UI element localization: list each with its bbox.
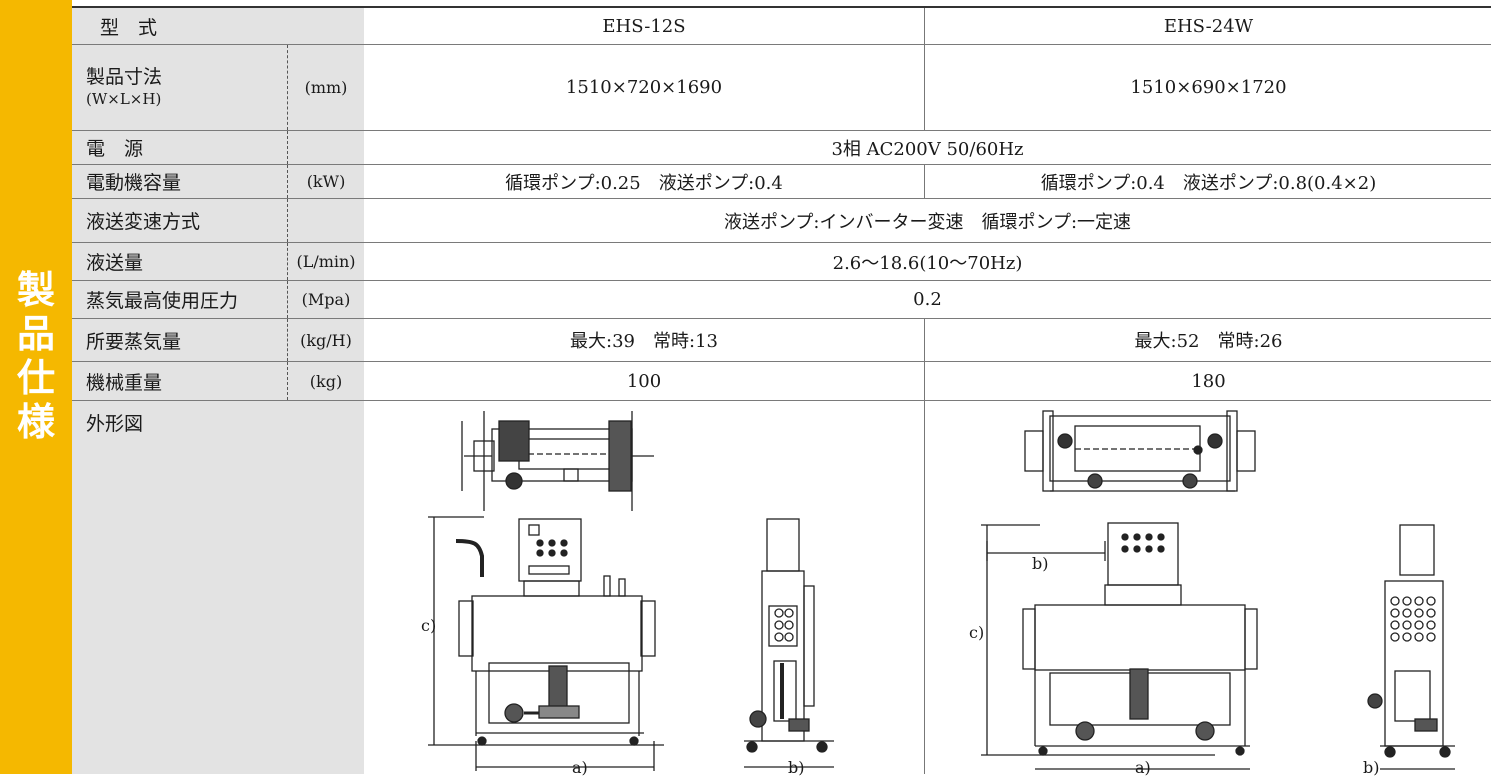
ehs-12s-outline-drawing	[428, 411, 834, 771]
row-value: 循環ポンプ:0.4 液送ポンプ:0.8(0.4×2)	[924, 165, 1491, 198]
row-divider	[72, 400, 1491, 401]
row-unit: (kW)	[288, 165, 364, 198]
dim-label-b-top: b)	[1032, 554, 1049, 573]
row-value: 最大:39 常時:13	[570, 331, 718, 352]
section-title-char: 様	[16, 400, 55, 444]
side-view	[1367, 524, 1455, 770]
row-unit: (mm)	[288, 45, 364, 130]
table-top-rule	[72, 6, 1491, 8]
row-unit	[288, 199, 364, 242]
row-label: 液送変速方式	[72, 199, 288, 242]
model-name-2: EHS-24W	[924, 8, 1491, 44]
row-value: 1510×690×1720	[924, 45, 1491, 130]
row-divider	[72, 44, 1491, 45]
table-row: 電 源 3相 AC200V 50/60Hz	[72, 131, 1491, 164]
row-label: 機械重量	[72, 362, 288, 400]
row-divider	[72, 280, 1491, 281]
row-value: 循環ポンプ:0.25 液送ポンプ:0.4	[505, 172, 783, 194]
row-unit	[288, 131, 364, 164]
column-divider	[924, 401, 925, 774]
table-row: 電動機容量 (kW) 循環ポンプ:0.25 液送ポンプ:0.4 循環ポンプ:0.…	[72, 165, 1491, 198]
row-divider	[72, 198, 1491, 199]
row-divider	[72, 164, 1491, 165]
table-row: 所要蒸気量 (kg/H) 最大:39 常時:13 最大:52 常時:26	[72, 319, 1491, 361]
ehs-24w-outline-drawing	[981, 410, 1455, 770]
table-row: 製品寸法(W×L×H) (mm) 1510×720×1690 1510×690×…	[72, 45, 1491, 130]
row-label: 製品寸法(W×L×H)	[72, 45, 288, 130]
section-title: 製 品 仕 様	[0, 268, 72, 444]
dim-label-b: b)	[1363, 758, 1380, 777]
row-value: 2.6〜18.6(10〜70Hz)	[832, 252, 1023, 274]
table-row: 液送変速方式 液送ポンプ:インバーター変速 循環ポンプ:一定速	[72, 199, 1491, 242]
row-value: 100	[626, 370, 662, 392]
front-view	[981, 522, 1258, 770]
dim-label-c: c)	[421, 616, 437, 635]
outline-drawing-row: 外形図	[72, 401, 1491, 777]
row-value: 0.2	[913, 289, 942, 310]
row-divider	[72, 361, 1491, 362]
row-divider	[72, 242, 1491, 243]
section-side-bar	[0, 0, 72, 774]
top-view	[1024, 410, 1256, 492]
row-label: 電動機容量	[72, 165, 288, 198]
header-label: 型 式	[72, 8, 364, 44]
dim-label-a: a)	[1135, 758, 1151, 777]
section-title-char: 製	[16, 268, 55, 312]
table-row: 機械重量 (kg) 100 180	[72, 362, 1491, 400]
section-title-char: 品	[16, 312, 55, 356]
row-label: 電 源	[72, 131, 288, 164]
dim-label-c: c)	[969, 623, 985, 642]
row-unit: (kg/H)	[288, 319, 364, 361]
top-view	[461, 411, 654, 511]
row-unit: (kg)	[288, 362, 364, 400]
row-value: 3相 AC200V 50/60Hz	[831, 138, 1024, 160]
row-divider	[72, 130, 1491, 131]
row-value: 最大:52 常時:26	[924, 319, 1491, 361]
row-label: 蒸気最高使用圧力	[72, 281, 288, 318]
front-view	[428, 516, 664, 771]
side-view	[744, 518, 834, 768]
row-divider	[72, 318, 1491, 319]
row-unit: (Mpa)	[288, 281, 364, 318]
dim-label-b: b)	[788, 758, 805, 777]
row-label: 所要蒸気量	[72, 319, 288, 361]
row-value: 液送ポンプ:インバーター変速 循環ポンプ:一定速	[723, 211, 1132, 233]
row-value: 180	[924, 362, 1491, 400]
table-row: 蒸気最高使用圧力 (Mpa) 0.2	[72, 281, 1491, 318]
section-title-char: 仕	[16, 356, 55, 400]
row-label: 外形図	[72, 401, 364, 774]
row-label: 液送量	[72, 243, 288, 280]
row-value: 1510×720×1690	[565, 77, 723, 98]
dim-label-a: a)	[572, 758, 588, 777]
table-row: 液送量 (L/min) 2.6〜18.6(10〜70Hz)	[72, 243, 1491, 280]
row-unit: (L/min)	[288, 243, 364, 280]
model-name-1: EHS-12S	[602, 15, 686, 37]
header-row: 型 式 EHS-12S EHS-24W	[72, 8, 1491, 44]
